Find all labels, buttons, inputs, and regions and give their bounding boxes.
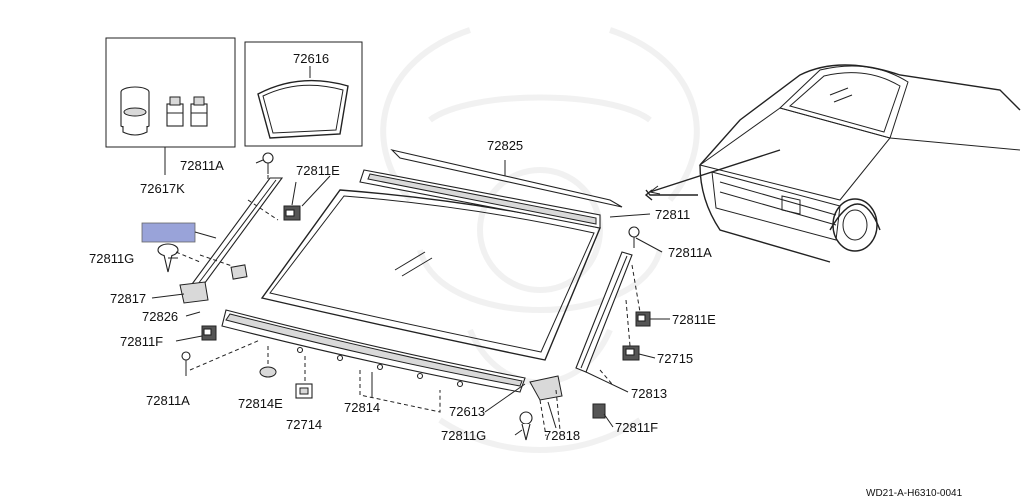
label-72826: 72826: [142, 309, 178, 324]
label-72811f-right: 72811F: [615, 420, 658, 435]
label-72811f-left: 72811F: [120, 334, 163, 349]
label-72825: 72825: [487, 138, 523, 153]
label-72818: 72818: [544, 428, 580, 443]
lower-molding-72814: [221, 309, 526, 413]
callout-labels: 72616 72617K 72811A 72811E 72825 72811 7…: [89, 51, 963, 499]
highlight-marker: [141, 222, 196, 243]
label-72814: 72814: [344, 400, 380, 415]
left-fasteners: [157, 152, 301, 376]
label-72811: 72811: [655, 207, 690, 222]
windshield-glass: [260, 189, 601, 361]
label-72817: 72817: [110, 291, 146, 306]
label-72616: 72616: [293, 51, 329, 66]
vehicle-illustration: [644, 64, 1021, 263]
label-72811e-top: 72811E: [296, 163, 340, 178]
label-72813: 72813: [631, 386, 667, 401]
label-72811a-bottom: 72811A: [146, 393, 190, 408]
label-72811a-right: 72811A: [668, 245, 712, 260]
drawing-code: WD21-A-H6310-0041: [866, 488, 963, 499]
right-side-molding-72813: [519, 226, 651, 441]
label-72811a-top: 72811A: [180, 158, 224, 173]
upper-molding-72825: [359, 149, 651, 229]
label-72811g-bottom: 72811G: [441, 428, 486, 443]
leader-lines: [151, 159, 670, 436]
label-72715: 72715: [657, 351, 693, 366]
label-72617k: 72617K: [140, 181, 185, 196]
label-72613: 72613: [449, 404, 485, 419]
label-72814e: 72814E: [238, 396, 283, 411]
label-72811e-right: 72811E: [672, 312, 716, 327]
molding-box-72616: [244, 41, 363, 147]
kit-box-72617k: [105, 37, 236, 175]
label-72714: 72714: [286, 417, 322, 432]
left-side-molding-72817: [179, 168, 284, 304]
label-72811g-left: 72811G: [89, 251, 134, 266]
